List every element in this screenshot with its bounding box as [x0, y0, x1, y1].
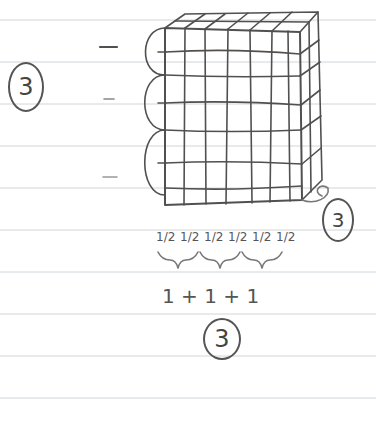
fraction-label: 1/2	[204, 230, 223, 244]
circled-number-text: 3	[214, 325, 229, 353]
circled-number-text: 3	[18, 73, 33, 101]
circled-number-text: 3	[332, 208, 345, 232]
circled-number: 3	[203, 318, 241, 360]
circled-number: 3	[8, 62, 44, 112]
fraction-label: 1/2	[276, 230, 295, 244]
circled-number: 3	[322, 198, 354, 242]
fraction-label: 1/2	[252, 230, 271, 244]
fraction-label: 1/2	[180, 230, 199, 244]
fraction-label: 1/2	[228, 230, 247, 244]
sum-label: 1 + 1 + 1	[162, 284, 259, 308]
fraction-label: 1/2	[156, 230, 175, 244]
